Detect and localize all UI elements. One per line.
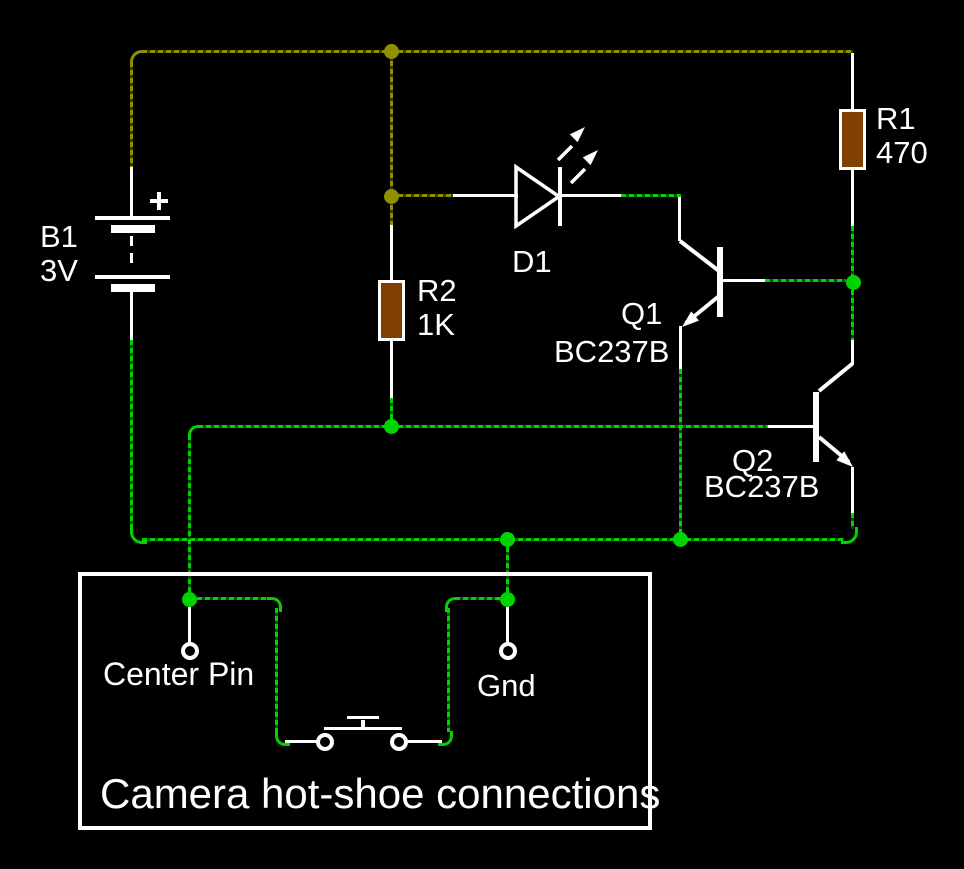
wire-switch-left-riser-v: [275, 608, 278, 732]
wire-base-row: [198, 425, 768, 428]
wire-led-cathode-green: [621, 194, 681, 197]
wire-gnd-drop: [506, 547, 509, 593]
wire-battery-bottom-lead: [130, 292, 133, 340]
resistor-r1-body: [839, 109, 866, 170]
wire-q1-emitter-green: [679, 369, 682, 533]
q1-part-label: BC237B: [554, 334, 670, 369]
corner-base-row-left: [188, 425, 203, 440]
wire-battery-negative-drop: [130, 340, 133, 528]
junction-dot-center-pin: [182, 592, 197, 607]
r2-ref-label: R2: [417, 273, 457, 308]
wire-led-anode-stub-olive: [398, 194, 453, 197]
wire-q2-emitter: [851, 467, 854, 513]
r2-value-label: 1K: [417, 307, 455, 342]
transistor-q1-icon: [678, 239, 723, 327]
wire-battery-positive-drop: [130, 62, 133, 167]
led-icon: [514, 127, 598, 230]
center-pin-label: Center Pin: [103, 656, 255, 692]
wire-q2-emitter-green: [851, 513, 854, 529]
junction-dot-ground-rail-q1: [673, 532, 688, 547]
switch-right-contact-circle: [390, 733, 408, 751]
corner-switch-right-bottom: [438, 731, 453, 746]
transistor-q2-icon: [813, 362, 854, 467]
wire-battery-top-lead: [130, 167, 133, 218]
r1-value-label: 470: [876, 135, 928, 170]
wire-switch-right-stub: [407, 740, 442, 743]
wire-r2-bottom-lead: [390, 341, 393, 398]
wire-switch-right-riser-h: [455, 597, 502, 600]
battery-ref-label: B1: [40, 219, 78, 254]
resistor-r2-body: [378, 280, 405, 341]
junction-dot-q1-base: [846, 275, 861, 290]
corner-bottom-left: [130, 527, 147, 544]
wire-q2-collector: [851, 340, 854, 365]
junction-dot-gnd-pin: [500, 592, 515, 607]
corner-switch-left-top: [267, 597, 282, 612]
r1-ref-label: R1: [876, 101, 916, 136]
junction-dot-led-anode: [384, 189, 399, 204]
junction-dot-top-rail: [384, 44, 399, 59]
wire-top-rail: [142, 50, 853, 53]
junction-dot-r2-bottom: [384, 419, 399, 434]
hot-shoe-box: [78, 572, 652, 830]
corner-switch-right-top: [445, 597, 460, 612]
battery-plate-long-bottom: [95, 275, 170, 279]
wire-r2-top-lead: [390, 225, 393, 281]
wire-q1-collector: [678, 197, 681, 241]
wire-center-pin-stub: [188, 607, 191, 644]
junction-dot-ground-rail-gnd: [500, 532, 515, 547]
gnd-terminal-circle: [499, 642, 517, 660]
switch-stem: [361, 720, 365, 728]
wire-gnd-stub: [506, 607, 509, 644]
q2-ref-label: Q2: [732, 443, 774, 478]
wire-q1-base-green: [765, 279, 846, 282]
wire-r1-top-lead: [851, 53, 854, 110]
wire-q1-emitter: [679, 326, 682, 369]
battery-cell-divider: [130, 236, 133, 269]
wire-led-cathode: [562, 194, 621, 197]
wire-switch-right-riser-v: [447, 608, 450, 732]
q1-ref-label: Q1: [621, 296, 663, 331]
battery-value-label: 3V: [40, 253, 78, 288]
wire-switch-left-stub: [285, 740, 318, 743]
wire-r1-bottom-lead: [851, 169, 854, 226]
battery-plate-short-top: [111, 225, 155, 233]
gnd-label: Gnd: [477, 668, 536, 703]
wire-ground-rail: [142, 538, 844, 541]
wire-mid-column-olive: [390, 53, 393, 225]
switch-cap: [347, 716, 379, 719]
switch-left-contact-circle: [316, 733, 334, 751]
wire-r2-bottom-green: [390, 398, 393, 426]
corner-top-left: [130, 50, 147, 67]
wire-q1-base-stub: [723, 279, 765, 282]
wire-led-anode: [453, 194, 518, 197]
corner-switch-left-bottom: [275, 731, 290, 746]
battery-plate-short-bottom: [111, 284, 155, 292]
wire-switch-left-riser-h: [197, 597, 267, 600]
q2-part-label: BC237B: [704, 469, 820, 504]
corner-bottom-right: [841, 527, 858, 544]
led-light-arrows-icon: [556, 127, 598, 185]
wire-q2-base-stub: [768, 425, 813, 428]
battery-plate-long-top: [95, 216, 170, 220]
center-pin-terminal-circle: [181, 642, 199, 660]
wire-center-pin-column: [188, 435, 191, 593]
switch-bar: [324, 727, 402, 730]
hot-shoe-caption: Camera hot-shoe connections: [100, 770, 661, 817]
d1-ref-label: D1: [512, 244, 552, 279]
